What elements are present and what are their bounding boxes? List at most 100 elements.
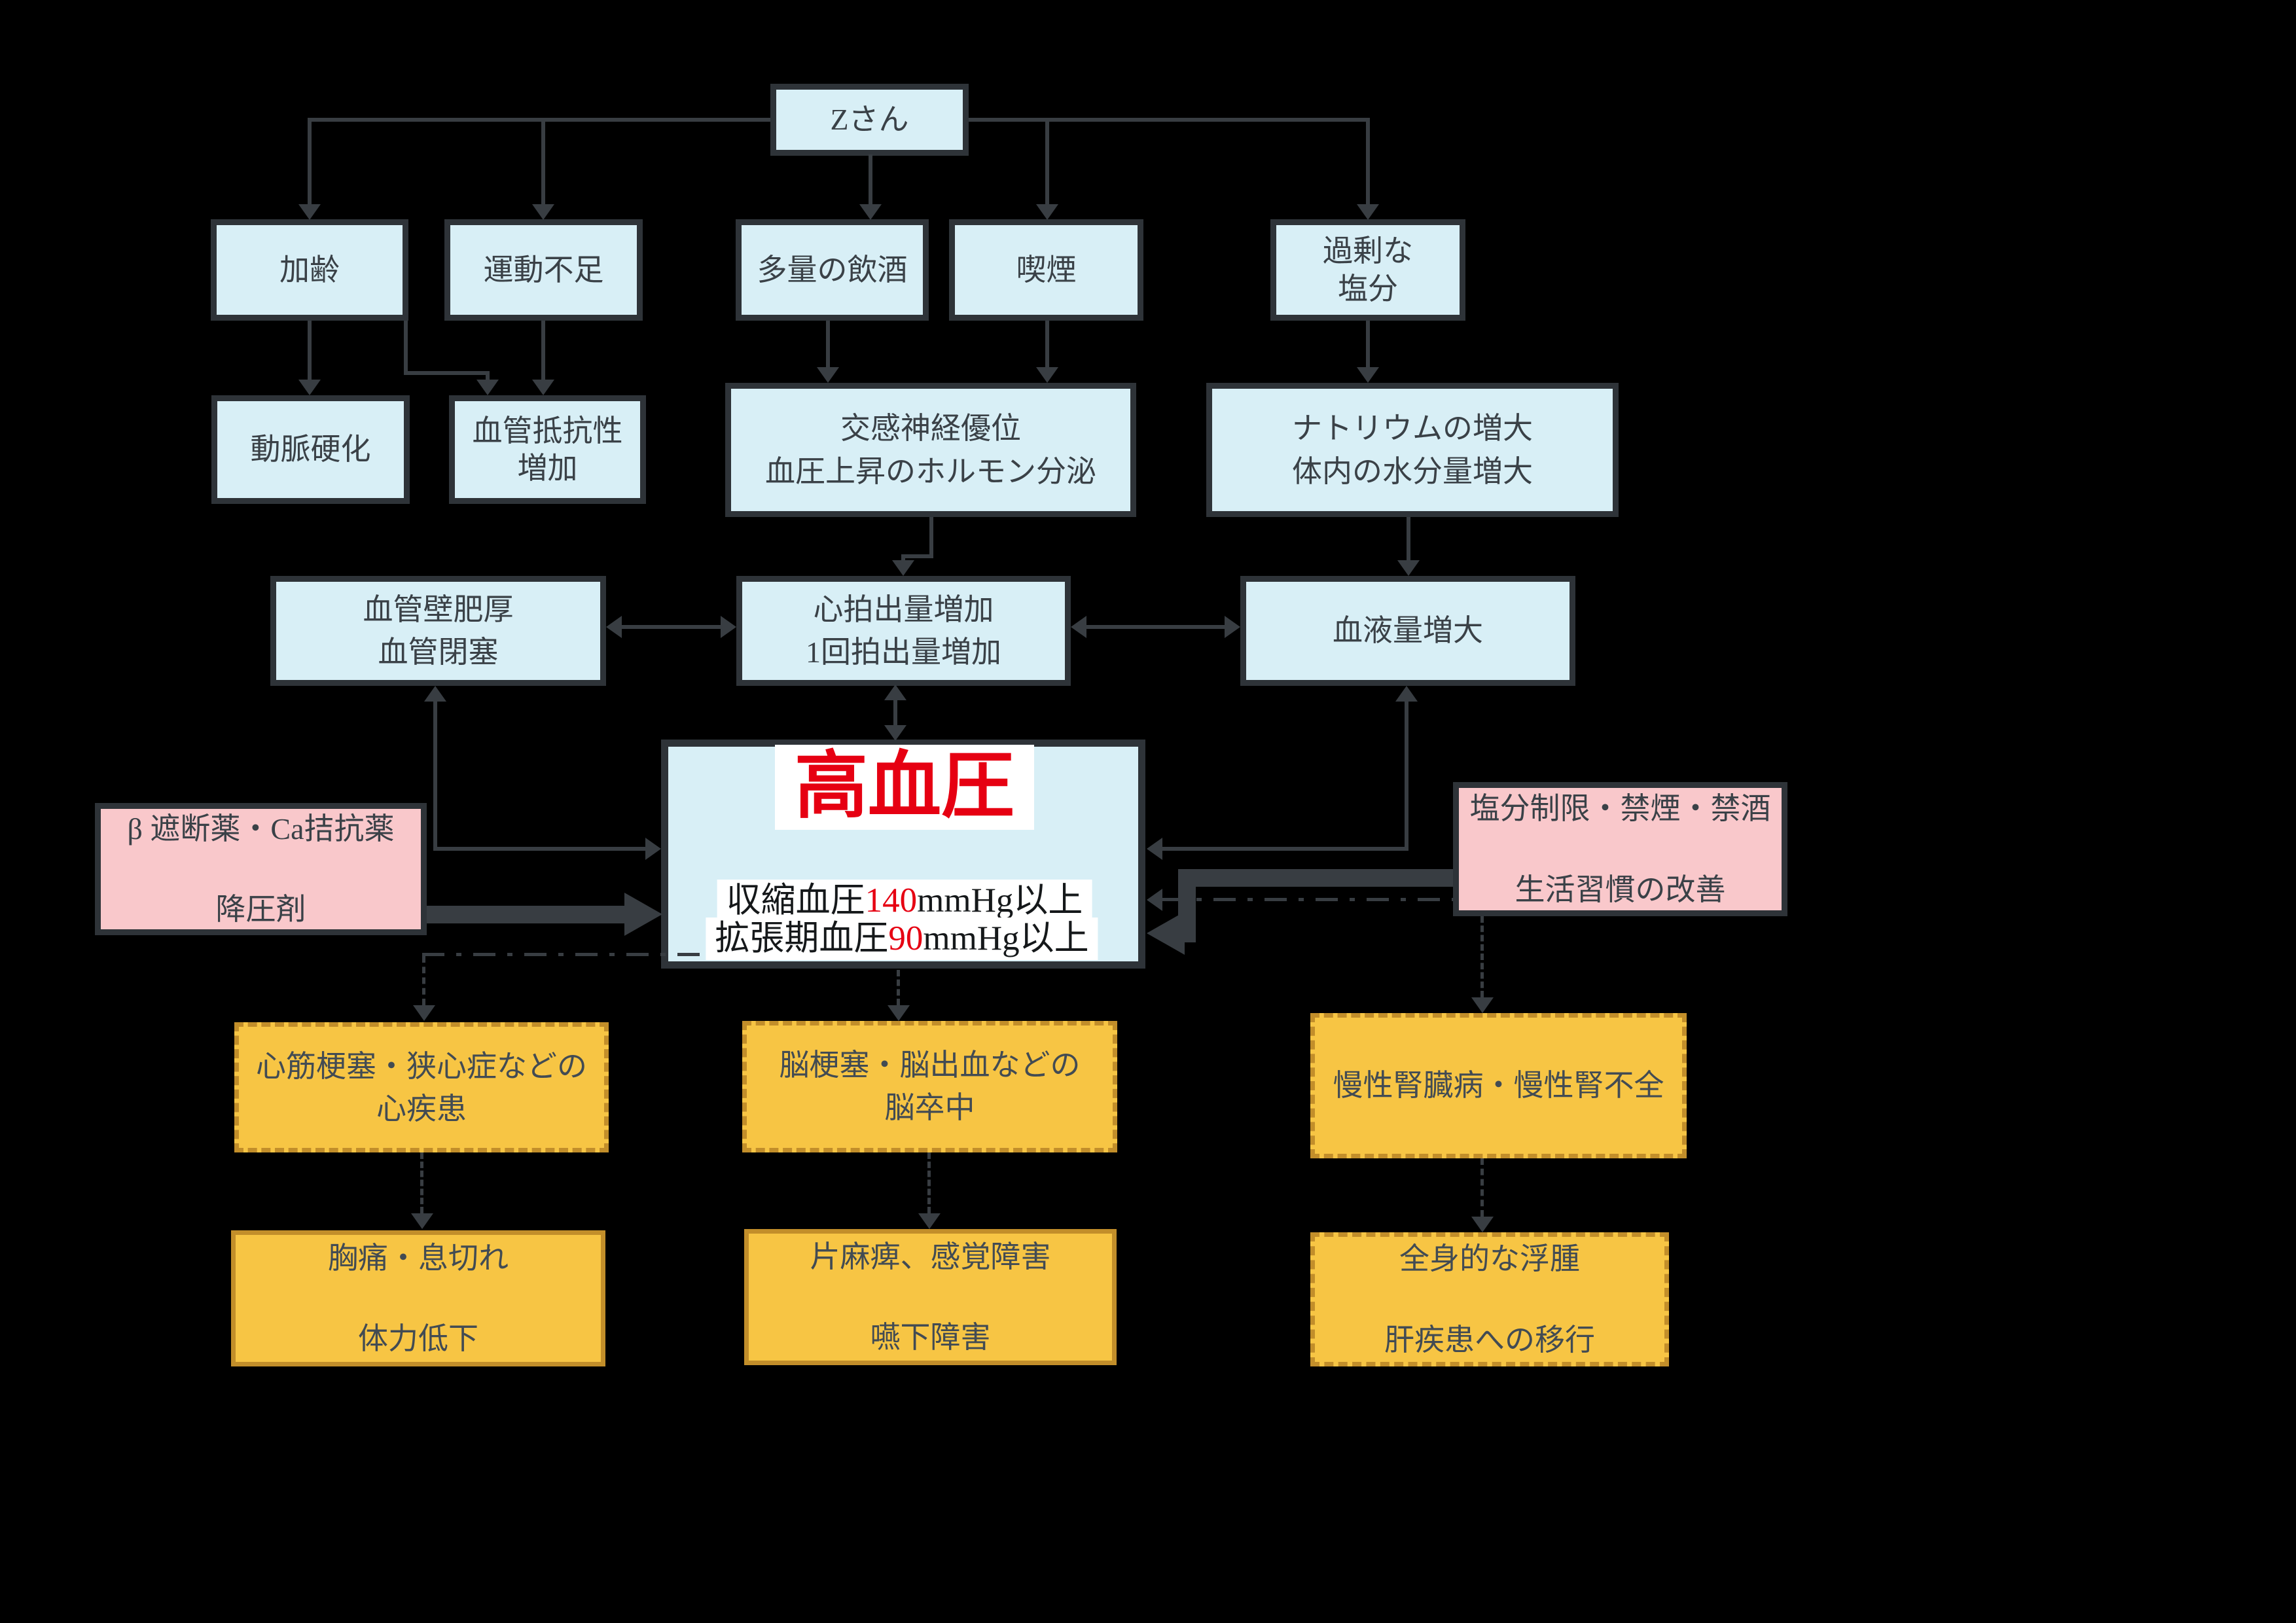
hypertension-diastolic: 拡張期血圧90mmHg以上 (706, 918, 1098, 960)
node-vessel-wall: 血管壁肥厚 血管閉塞 (270, 576, 606, 686)
node-vessel-wall-line2: 血管閉塞 (378, 635, 499, 669)
bp-diastolic-pre: 拡張期血圧 (715, 919, 889, 957)
arrowhead-down-into-hypertension-icon (884, 725, 906, 741)
node-lack-of-exercise-label: 運動不足 (483, 253, 604, 287)
node-lifestyle: 塩分制限・禁煙・禁酒 生活習慣の改善 (1453, 782, 1787, 916)
node-kidney-disease: 慢性腎臓病・慢性腎不全 (1310, 1013, 1687, 1158)
vesselwall-elbow-v (433, 700, 437, 851)
cardiac-bloodvolume-link (1085, 625, 1226, 629)
arrowhead-into-smoking-icon (1036, 204, 1058, 220)
arrowhead-aging-into-resistance-icon (476, 380, 499, 395)
node-blood-volume: 血液量増大 (1240, 576, 1575, 686)
node-arteriosclerosis: 動脈硬化 (211, 395, 410, 504)
vesselwall-elbow-h (433, 847, 647, 851)
node-hemiplegia: 片麻痺、感覚障害 嚥下障害 (744, 1229, 1117, 1365)
node-heart-disease-line1: 心筋梗塞・狭心症などの (256, 1050, 587, 1083)
vesselwall-cardiac-link (620, 625, 723, 629)
arrowhead-up-into-bloodvolume-bottom-icon (1395, 686, 1418, 702)
salt-to-sodium (1366, 321, 1370, 367)
arrowhead-into-cardiac-right-icon (1071, 616, 1086, 638)
hypertension-systolic: 収縮血圧140mmHg以上 (717, 880, 1092, 922)
dashed-to-heartdisease (422, 956, 425, 1005)
drug-arrow-head-icon (624, 893, 662, 936)
drop-to-drinking (869, 154, 872, 204)
aging-to-arteriosclerosis (308, 321, 312, 380)
arrowhead-right-into-hypertension-icon (645, 838, 661, 860)
arrowhead-into-salt-icon (1357, 204, 1379, 220)
arrowhead-into-hemiplegia-icon (918, 1213, 941, 1229)
dashed-kidney-to-edema (1480, 1158, 1484, 1217)
node-smoking-label: 喫煙 (1016, 253, 1077, 287)
node-sympathetic: 交感神経優位 血圧上昇のホルモン分泌 (725, 383, 1136, 517)
aging-jog-v1 (404, 321, 408, 375)
arrowhead-left-into-hypertension-icon (1147, 838, 1162, 860)
drop-to-salt (1366, 118, 1370, 204)
arrowhead-into-bloodvolume-left-icon (1225, 616, 1240, 638)
node-sodium-increase-line2: 体内の水分量増大 (1292, 454, 1533, 488)
node-aging: 加齢 (211, 219, 408, 321)
dashed-stroke-to-hemiplegia (927, 1152, 931, 1213)
arrowhead-into-stroke-icon (888, 1005, 910, 1021)
node-excess-salt-line2: 塩分 (1338, 272, 1398, 306)
cardiac-hypertension-link (893, 699, 897, 728)
bloodvolume-elbow-h (1161, 847, 1408, 851)
arrowhead-into-aging-icon (298, 204, 321, 220)
bp-systolic-post: mmHg以上 (917, 882, 1083, 919)
node-chest-pain-line2: 体力低下 (358, 1322, 478, 1355)
arrowhead-into-edema-icon (1471, 1217, 1494, 1232)
arrowhead-into-chestpain-icon (411, 1213, 433, 1229)
dashed-heartdisease-to-chestpain (420, 1152, 423, 1213)
arrowhead-into-arteriosclerosis-icon (298, 380, 321, 395)
arrowhead-into-vesselwall-right-icon (606, 616, 622, 638)
node-antihypertensives-line2: 降圧剤 (215, 893, 306, 926)
arrowhead-into-cardiac-icon (892, 560, 914, 576)
arrowhead-into-exercise-icon (532, 204, 554, 220)
arrowhead-smoking-into-sympathetic-icon (1036, 367, 1058, 383)
smoking-to-sympathetic (1045, 321, 1049, 367)
node-sodium-increase: ナトリウムの増大 体内の水分量増大 (1206, 383, 1619, 517)
dashed-to-stroke (897, 970, 900, 1005)
node-hemiplegia-line1: 片麻痺、感覚障害 (810, 1240, 1051, 1274)
drug-arrow-shaft (427, 906, 626, 923)
bp-systolic-value: 140 (865, 882, 918, 919)
node-stroke: 脳梗塞・脳出血などの 脳卒中 (742, 1021, 1117, 1152)
node-vascular-resistance-line1: 血管抵抗性 (472, 414, 623, 448)
node-edema: 全身的な浮腫 肝疾患への移行 (1310, 1232, 1669, 1366)
node-lifestyle-line2: 生活習慣の改善 (1515, 872, 1726, 906)
node-cardiac-output: 心拍出量増加 1回拍出量増加 (736, 576, 1071, 686)
bloodvolume-elbow-v (1405, 700, 1408, 851)
node-heavy-drinking-label: 多量の飲酒 (757, 253, 908, 287)
node-arteriosclerosis-label: 動脈硬化 (250, 433, 371, 467)
node-vascular-resistance: 血管抵抗性 増加 (449, 395, 646, 504)
small-up-arrowhead-icon (1179, 885, 1194, 896)
node-lack-of-exercise: 運動不足 (444, 219, 643, 321)
hypertension-title: 高血圧 (775, 745, 1034, 830)
aging-jog-h (404, 371, 490, 375)
dashdot-lifestyle-to-hypertension (1162, 898, 1453, 901)
node-heart-disease-line2: 心疾患 (376, 1092, 467, 1126)
node-antihypertensives: β 遮断薬・Ca拮抗薬 降圧剤 (95, 803, 427, 935)
bp-diastolic-value: 90 (888, 919, 924, 957)
arrowhead-into-resistance-icon (532, 380, 554, 395)
drop-to-smoking (1045, 118, 1049, 204)
sympathetic-out-v1 (929, 517, 933, 558)
node-hemiplegia-line2: 嚥下障害 (870, 1321, 991, 1354)
node-antihypertensives-line1: β 遮断薬・Ca拮抗薬 (127, 812, 395, 846)
node-heart-disease: 心筋梗塞・狭心症などの 心疾患 (234, 1022, 609, 1152)
node-chest-pain: 胸痛・息切れ 体力低下 (231, 1230, 605, 1366)
arrowhead-into-sodium-icon (1357, 367, 1379, 383)
dashed-to-kidney (1480, 916, 1484, 997)
sympathetic-out-v2 (901, 554, 905, 563)
lifestyle-arrow-shaft-h (1187, 869, 1453, 887)
node-vessel-wall-line1: 血管壁肥厚 (363, 592, 514, 626)
node-person-label: Zさん (830, 103, 909, 137)
drinking-to-sympathetic (826, 321, 830, 367)
node-stroke-line1: 脳梗塞・脳出血などの (779, 1048, 1081, 1082)
node-cardiac-output-line2: 1回拍出量増加 (806, 635, 1001, 669)
aging-jog-v2 (486, 371, 490, 382)
node-sodium-increase-line1: ナトリウムの増大 (1292, 412, 1533, 446)
drop-to-exercise (541, 118, 545, 204)
node-sympathetic-line1: 交感神経優位 (840, 412, 1021, 446)
sodium-to-bloodvolume (1407, 517, 1410, 560)
node-cardiac-output-line1: 心拍出量増加 (813, 592, 994, 626)
